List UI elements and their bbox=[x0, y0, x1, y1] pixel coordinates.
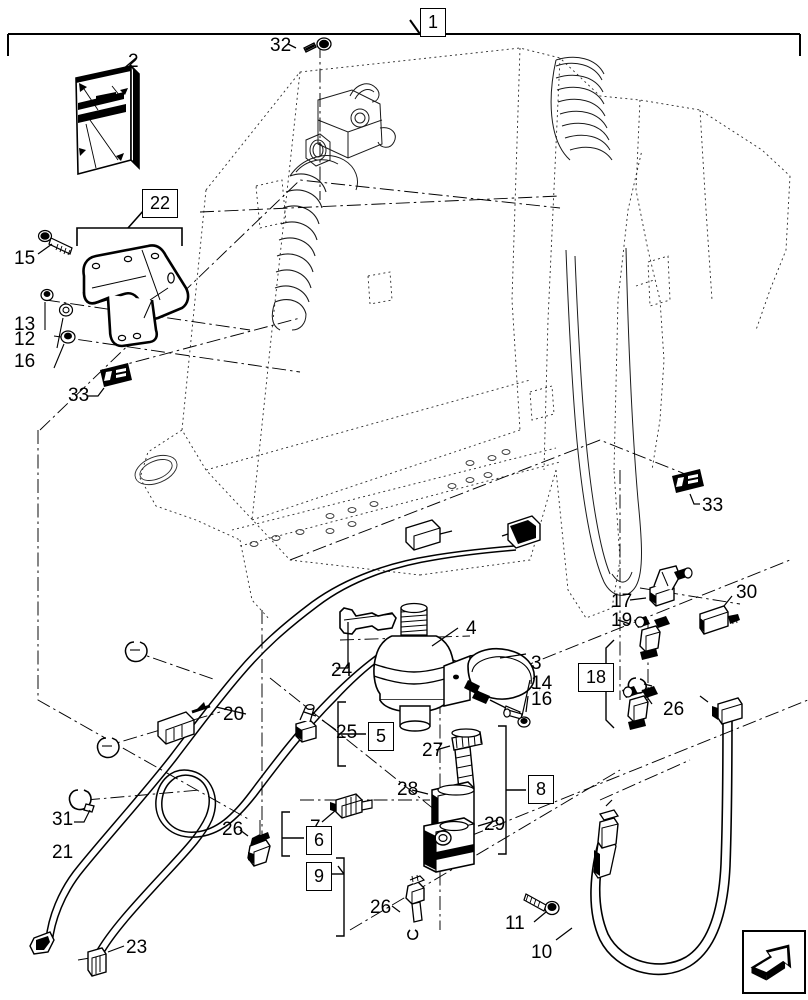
callout-26-right: 26 bbox=[663, 699, 685, 720]
assembly-group-6: 6 bbox=[306, 826, 333, 855]
group-22-bracket-line bbox=[76, 209, 183, 246]
part-33-decal-left bbox=[88, 363, 132, 397]
part-11-cap-screw bbox=[523, 893, 560, 923]
part-24-saddle-clamp bbox=[336, 607, 397, 669]
part-29-manifold-block bbox=[423, 817, 499, 873]
harness-far-connector bbox=[501, 515, 541, 549]
callout-3: 3 bbox=[531, 653, 542, 674]
group-9-bracket bbox=[330, 857, 345, 937]
harness-right-connector bbox=[405, 519, 453, 551]
part-33-decal-right bbox=[672, 469, 704, 505]
callout-27: 27 bbox=[422, 740, 444, 761]
hose-end-fitting-lower bbox=[593, 799, 620, 879]
callout-23: 23 bbox=[126, 937, 148, 958]
part-13-nut bbox=[40, 288, 54, 330]
callout-10: 10 bbox=[531, 942, 553, 963]
part-19-elbow-fitting bbox=[617, 616, 670, 660]
assembly-group-18: 18 bbox=[578, 663, 615, 692]
callout-2: 2 bbox=[128, 51, 139, 72]
part-17-elbow-fitting bbox=[629, 565, 693, 607]
assembly-group-9: 9 bbox=[306, 862, 333, 891]
hose-end-fitting-upper bbox=[699, 695, 743, 725]
part-4-accumulator bbox=[373, 602, 459, 732]
callout-20: 20 bbox=[223, 704, 245, 725]
part-31-cable-clip bbox=[68, 789, 95, 823]
part-30-reducer-adapter bbox=[699, 595, 740, 635]
callout-26-lower: 26 bbox=[370, 897, 392, 918]
assembly-group-8: 8 bbox=[528, 775, 555, 804]
assembly-group-1: 1 bbox=[420, 8, 447, 37]
callout-25: 25 bbox=[336, 722, 358, 743]
part-16-nut-lower bbox=[517, 695, 531, 728]
group-6-bracket bbox=[281, 811, 304, 857]
part-7-straight-fitting bbox=[321, 793, 373, 823]
callout-28: 28 bbox=[397, 779, 419, 800]
callout-4: 4 bbox=[466, 618, 477, 639]
part-16-nut bbox=[53, 330, 76, 369]
part-22-mounting-bracket bbox=[82, 244, 190, 348]
cable-clip-upper-2 bbox=[96, 737, 120, 759]
callout-26-left: 26 bbox=[222, 819, 244, 840]
callout-13: 13 bbox=[14, 314, 36, 335]
part-15-bolt bbox=[37, 229, 73, 256]
part-20-harness-connector bbox=[157, 702, 247, 745]
cable-clip-upper-1 bbox=[124, 641, 148, 663]
part-3-clamp-band bbox=[443, 648, 535, 719]
part-23-terminal-connector bbox=[87, 945, 125, 977]
part-26-left-clip bbox=[239, 829, 271, 867]
callout-33-left: 33 bbox=[68, 385, 90, 406]
part-21-wiring-harness bbox=[45, 545, 517, 957]
part-25-elbow-fitting bbox=[295, 703, 337, 743]
callout-30: 30 bbox=[736, 582, 758, 603]
view-direction-arrow-icon bbox=[742, 930, 806, 994]
assembly-group-22: 22 bbox=[142, 189, 179, 218]
group-8-bracket bbox=[498, 725, 526, 855]
callout-19: 19 bbox=[611, 610, 633, 631]
part-10-hydraulic-hose bbox=[590, 711, 733, 976]
harness-left-plug bbox=[29, 931, 55, 955]
callout-17: 17 bbox=[611, 591, 633, 612]
part-2-decal-plate bbox=[75, 57, 140, 176]
group-1-bracket bbox=[7, 19, 801, 56]
callout-11: 11 bbox=[505, 913, 525, 934]
callout-32: 32 bbox=[270, 35, 292, 56]
callout-29: 29 bbox=[484, 814, 506, 835]
callout-12: 12 bbox=[14, 329, 36, 350]
group-5-bracket bbox=[337, 701, 366, 767]
callout-15: 15 bbox=[14, 248, 36, 269]
callout-33-right: 33 bbox=[702, 495, 724, 516]
part-12-washer bbox=[56, 303, 74, 349]
part-26-lower-clip bbox=[391, 874, 426, 940]
callout-31: 31 bbox=[52, 809, 74, 830]
callout-16-lower: 16 bbox=[531, 689, 553, 710]
part-32-cap-screw bbox=[287, 37, 332, 53]
callout-24: 24 bbox=[331, 660, 353, 681]
callout-21: 21 bbox=[52, 842, 74, 863]
assembly-group-5: 5 bbox=[368, 722, 395, 751]
part-18-elbow-fitting-lower bbox=[622, 686, 658, 730]
callout-14: 14 bbox=[531, 673, 553, 694]
callout-16: 16 bbox=[14, 351, 36, 372]
